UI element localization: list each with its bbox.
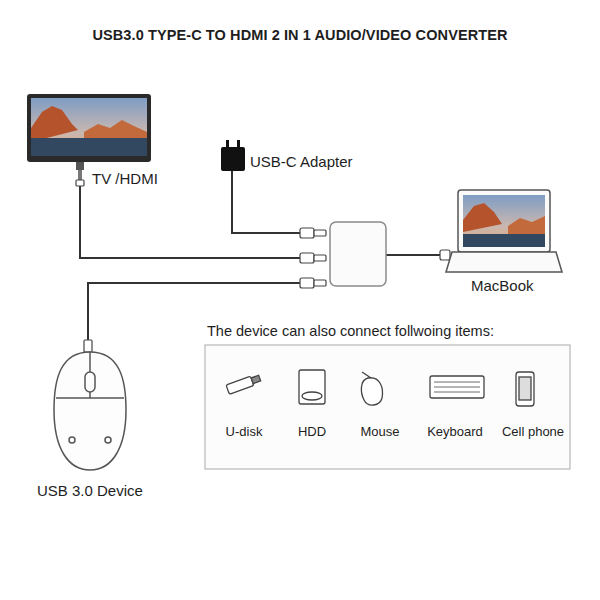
item-label: U-disk [226,424,263,439]
mouse [54,352,126,470]
device-label: USB 3.0 Device [37,482,145,499]
node-text: USB-C Adapter [250,153,355,170]
cable [80,170,448,345]
laptop [446,190,562,272]
node-text: TV /HDMI [92,170,160,187]
diagram-title: USB3.0 TYPE-C TO HDMI 2 IN 1 AUDIO/VIDEO… [0,27,600,43]
hub [330,222,386,286]
items-panel [205,345,570,469]
item-label: Mouse [360,424,399,439]
device-label: MacBook [471,277,536,294]
device-label: USB-C Adapter [250,153,355,170]
items-panel: The device can also connect follwoing it… [205,345,570,469]
tv-screen [27,94,151,182]
node-text: USB 3.0 Device [37,482,145,499]
panel-heading: The device can also connect follwoing it… [207,323,494,339]
item-label: HDD [298,424,326,439]
item-icon [226,370,534,406]
item-label: Keyboard [427,424,483,439]
item-label: Cell phone [502,424,564,439]
node-text: MacBook [471,277,536,294]
device-label: TV /HDMI [92,170,160,187]
power-adapter [221,140,245,171]
